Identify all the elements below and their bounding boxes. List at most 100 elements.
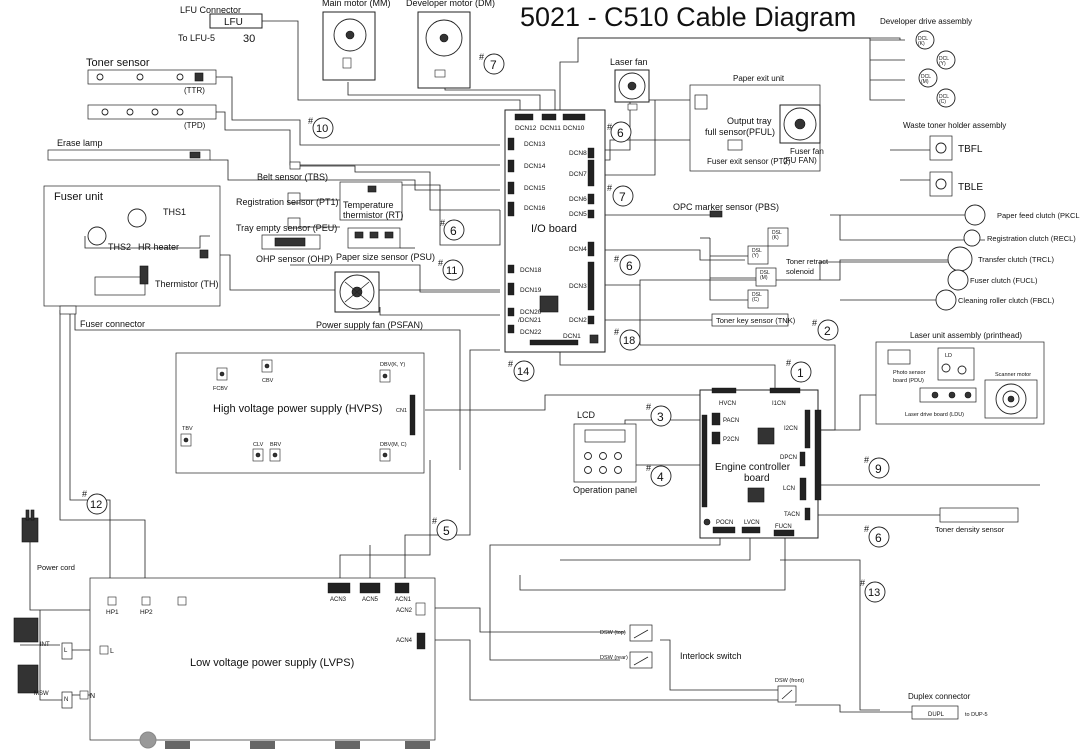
marker-6c-number: 6 (626, 259, 633, 273)
tray-empty-sensor: Tray empty sensor (PEU) (236, 217, 337, 233)
dcl-y-label: DCL(Y) (939, 56, 949, 67)
p2cn-label: P2CN (723, 437, 739, 443)
marker-5: #5 (432, 516, 458, 541)
dcl-m-label: DCL(M) (921, 74, 931, 85)
fucl-label: Fuser clutch (FUCL) (970, 276, 1038, 285)
hvps-title: High voltage power supply (HVPS) (213, 403, 382, 415)
marker-9-number: 9 (875, 462, 882, 476)
hash: # (508, 359, 513, 369)
dsl-y-label: DSL(Y) (752, 248, 762, 259)
tray-empty-sensor-label: Tray empty sensor (PEU) (236, 223, 337, 233)
lcn-label: LCN (783, 486, 795, 492)
waste-toner-holder: Waste toner holder assembly TBFL TBLE (903, 121, 1006, 197)
acn5-label: ACN5 (362, 597, 379, 603)
toner-retract-label-2: solenoid (786, 267, 814, 276)
ohp-sensor: OHP sensor (OHP) (256, 234, 333, 264)
toner-retract-solenoids: DSL(K) DSL(Y) DSL(M) DSL(C) Toner retrac… (747, 227, 829, 309)
io-board: I/O board DCN12 DCN11 DCN10 DCN13 DCN14 … (504, 109, 606, 353)
tbv-label: TBV (182, 426, 193, 432)
hash: # (308, 116, 313, 126)
engine-controller-board: HVCN I1CN PACN P2CN I2CN DPCN Engine con… (699, 387, 822, 539)
clv-label: CLV (253, 442, 264, 448)
i2cn-label: I2CN (784, 426, 798, 432)
lfu-number: 30 (243, 33, 255, 45)
io-board-title: I/O board (531, 223, 577, 235)
dcn8-label: DCN8 (569, 150, 587, 157)
page-title: 5021 - C510 Cable Diagram (520, 2, 856, 32)
fuser-fan-label-1: Fuser fan (790, 147, 824, 156)
developer-motor-label: Developer motor (DM) (406, 0, 495, 8)
clutches: Paper feed clutch (PKCLU) Registration c… (935, 204, 1080, 311)
lfu-title: LFU Connector (180, 5, 241, 15)
marker-6d-number: 6 (875, 531, 882, 545)
marker-3: #3 (646, 402, 672, 427)
scanner-label: Scanner motor (995, 372, 1031, 378)
laser-unit-assembly: Laser unit assembly (printhead) Photo se… (875, 331, 1045, 425)
marker-10: #10 (308, 116, 334, 139)
marker-1: #1 (786, 358, 812, 383)
l-terminal-label: L (110, 648, 114, 655)
tbfl-label: TBFL (958, 144, 983, 155)
trcl-label: Transfer clutch (TRCL) (978, 255, 1054, 264)
dcn2-label: DCN2 (569, 317, 587, 324)
marker-13-number: 13 (868, 587, 880, 599)
toner-retract-label-1: Toner retract (786, 257, 829, 266)
marker-6b: #6 (440, 218, 465, 241)
temperature-label-2: thermistor (RT) (343, 210, 403, 220)
power-cord: Power cord INT MSW L N (13, 509, 75, 709)
marker-11-number: 11 (446, 265, 457, 277)
interlock-switch: DSW (top) DSW (rear) Interlock switch DS… (600, 624, 804, 703)
hash: # (440, 218, 445, 228)
n-inner-label: N (64, 697, 68, 703)
toner-density-sensor: Toner density sensor (935, 507, 1019, 534)
ldu-label: Laser drive board (LDU) (905, 412, 964, 418)
cbv-label: CBV (262, 378, 274, 384)
output-tray-label-2: full sensor(PFUL) (705, 127, 775, 137)
lfu-to: To LFU-5 (178, 33, 215, 43)
paper-exit-title: Paper exit unit (733, 74, 785, 83)
pdu-label-1: Photo sensor (893, 370, 926, 376)
marker-13: #13 (860, 578, 886, 603)
hash: # (607, 183, 612, 193)
opc-marker-label: OPC marker sensor (PBS) (673, 202, 779, 212)
dbvky-label: DBV(K, Y) (380, 362, 405, 368)
marker-14: #14 (508, 359, 535, 382)
marker-5-number: 5 (443, 524, 450, 538)
marker-6a: #6 (607, 121, 632, 143)
dcn19-label: DCN19 (520, 287, 542, 294)
toner-sensor-title: Toner sensor (86, 57, 150, 69)
dcn21-label: /DCN21 (518, 317, 542, 324)
fuser-connector-label: Fuser connector (80, 319, 145, 329)
ths1-label: THS1 (163, 207, 186, 217)
marker-9: #9 (864, 455, 890, 479)
developer-drive-title: Developer drive assembly (880, 17, 972, 26)
i1cn-label: I1CN (772, 401, 786, 407)
lfu-box-label: LFU (224, 17, 243, 28)
hash: # (82, 489, 87, 499)
paper-size-sensor: Paper size sensor (PSU) (336, 227, 435, 262)
ld-label: LD (945, 353, 952, 359)
dcn7-label: DCN7 (569, 171, 587, 178)
marker-10-number: 10 (316, 123, 328, 135)
marker-14-number: 14 (517, 366, 529, 378)
dcn16-label: DCN16 (524, 205, 546, 212)
acn1-label: ACN1 (395, 597, 412, 603)
dbvmc-label: DBV(M, C) (380, 442, 407, 448)
n-terminal-label: N (90, 693, 95, 700)
hash: # (646, 402, 651, 412)
dcn5-label: DCN5 (569, 211, 587, 218)
tnk-label: Toner key sensor (TNK) (716, 316, 796, 325)
main-motor-label: Main motor (MM) (322, 0, 391, 8)
dcn4-label: DCN4 (569, 246, 587, 253)
marker-6a-number: 6 (617, 126, 624, 140)
acn3-label: ACN3 (330, 597, 347, 603)
hash: # (438, 258, 443, 268)
dcn1-label: DCN1 (563, 333, 581, 340)
marker-7b: #7 (607, 183, 634, 207)
thermistor-label: Thermistor (TH) (155, 279, 219, 289)
hash: # (864, 524, 869, 534)
operation-panel-label: Operation panel (573, 485, 637, 495)
lvcn-label: LVCN (744, 520, 760, 526)
dsl-m-label: DSL(M) (760, 270, 770, 281)
